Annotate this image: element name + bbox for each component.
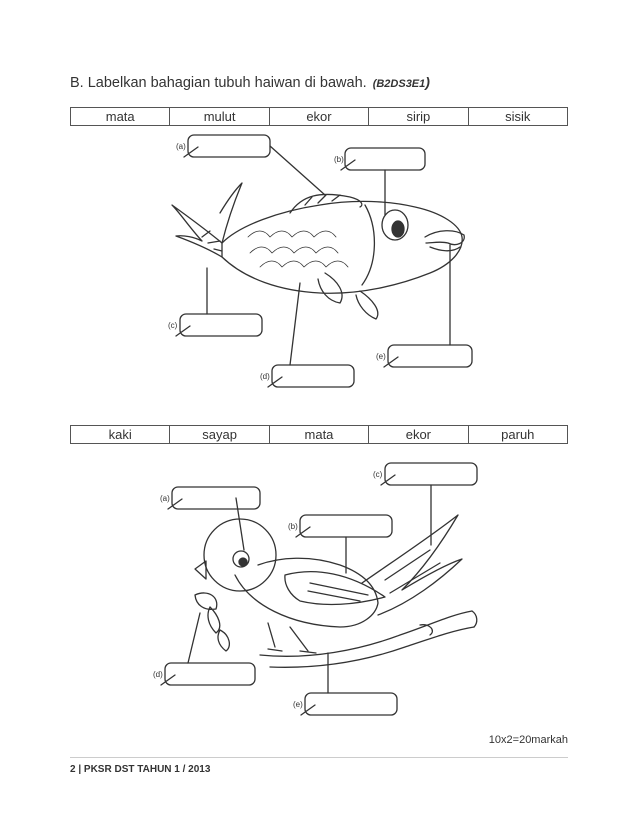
answer-box-d[interactable] — [272, 365, 354, 387]
fish-illustration: (a) (b) (c) (d) (e) — [150, 133, 480, 395]
label-e: (e) — [376, 352, 386, 361]
marks-note: 10x2=20markah — [489, 734, 568, 746]
label-b: (b) — [288, 522, 298, 531]
label-a: (a) — [176, 142, 186, 151]
fish-word-bank: mata mulut ekor sirip sisik — [70, 107, 568, 126]
label-b: (b) — [334, 155, 344, 164]
section-heading: B. Labelkan bahagian tubuh haiwan di baw… — [70, 74, 430, 91]
word-bank-cell: sirip — [369, 108, 468, 126]
label-e: (e) — [293, 700, 303, 709]
answer-box-d[interactable] — [165, 663, 255, 685]
word-bank-cell: mata — [269, 426, 368, 444]
word-bank-cell: sisik — [468, 108, 567, 126]
word-bank-cell: sayap — [170, 426, 269, 444]
word-bank-cell: ekor — [369, 426, 468, 444]
answer-box-a[interactable] — [172, 487, 260, 509]
answer-box-c[interactable] — [180, 314, 262, 336]
footer-divider — [70, 757, 568, 758]
label-c: (c) — [373, 470, 383, 479]
answer-box-e[interactable] — [388, 345, 472, 367]
word-bank-cell: kaki — [71, 426, 170, 444]
word-bank-cell: paruh — [468, 426, 567, 444]
answer-box-a[interactable] — [188, 135, 270, 157]
label-d: (d) — [260, 372, 270, 381]
label-c: (c) — [168, 321, 178, 330]
label-d: (d) — [153, 670, 163, 679]
skill-code: (B2DS3E1 — [373, 78, 426, 90]
page-footer: 2 | PKSR DST TAHUN 1 / 2013 — [70, 764, 210, 775]
word-bank-cell: mata — [71, 108, 170, 126]
answer-box-b[interactable] — [345, 148, 425, 170]
label-a: (a) — [160, 494, 170, 503]
word-bank-cell: mulut — [170, 108, 269, 126]
word-bank-cell: ekor — [269, 108, 368, 126]
bird-word-bank: kaki sayap mata ekor paruh — [70, 425, 568, 444]
answer-box-b[interactable] — [300, 515, 392, 537]
answer-box-e[interactable] — [305, 693, 397, 715]
bird-illustration: (a) (b) (c) (d) (e) — [140, 455, 485, 727]
skill-code-close: ) — [425, 74, 430, 90]
answer-box-c[interactable] — [385, 463, 477, 485]
heading-text: B. Labelkan bahagian tubuh haiwan di baw… — [70, 75, 367, 91]
